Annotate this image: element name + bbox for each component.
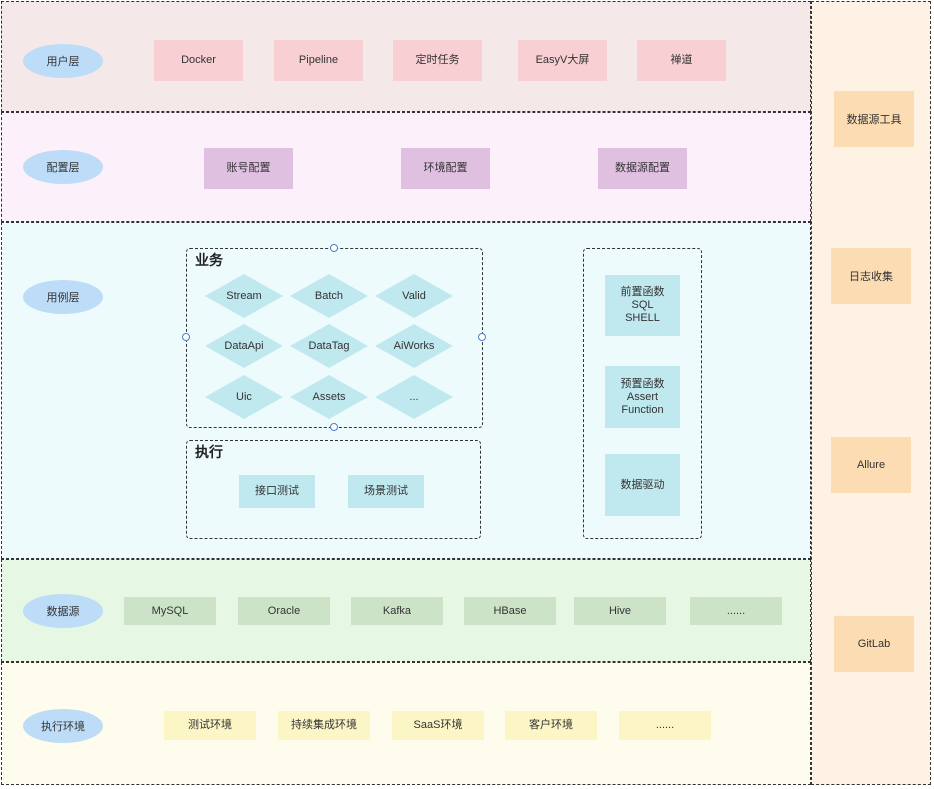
function-pre-line-2: SQL bbox=[631, 299, 654, 311]
execenv-item-more: ...... bbox=[619, 711, 711, 740]
datasource-layer: 数据源 MySQL Oracle Kafka HBase Hive ...... bbox=[1, 559, 811, 662]
function-preset-line-1: 预置函数 bbox=[620, 377, 665, 390]
business-item-more: ... bbox=[375, 375, 453, 419]
business-item-label: Assets bbox=[312, 391, 346, 403]
diamond-shape bbox=[290, 324, 368, 368]
function-data-driven-line-1: 数据驱动 bbox=[620, 478, 665, 491]
business-item-label: DataTag bbox=[308, 340, 350, 352]
selection-handle-left[interactable] bbox=[182, 333, 190, 341]
diamond-shape bbox=[375, 274, 453, 318]
execution-group: 执行 bbox=[186, 440, 481, 539]
user-item-zentao: 禅道 bbox=[637, 40, 726, 81]
usecase-layer-label: 用例层 bbox=[23, 280, 103, 314]
sidebar-item-gitlab: GitLab bbox=[834, 616, 914, 672]
business-item-assets: Assets bbox=[290, 375, 368, 419]
execution-item-scenario-test: 场景测试 bbox=[348, 475, 424, 508]
datasource-item-oracle: Oracle bbox=[238, 597, 330, 625]
business-item-label: AiWorks bbox=[393, 340, 435, 352]
diamond-shape bbox=[375, 375, 453, 419]
execenv-layer: 执行环境 测试环境 持续集成环境 SaaS环境 客户环境 ...... bbox=[1, 662, 811, 785]
user-layer-label: 用户层 bbox=[23, 44, 103, 78]
user-item-easyv: EasyV大屏 bbox=[518, 40, 607, 81]
function-preset: 预置函数 Assert Function bbox=[605, 366, 680, 428]
execenv-item-ci: 持续集成环境 bbox=[278, 711, 370, 740]
selection-handle-top[interactable] bbox=[330, 244, 338, 252]
business-item-valid: Valid bbox=[375, 274, 453, 318]
diamond-shape bbox=[375, 324, 453, 368]
datasource-item-kafka: Kafka bbox=[351, 597, 443, 625]
functions-group bbox=[583, 248, 702, 539]
business-item-label: Batch bbox=[314, 290, 344, 302]
execution-group-title: 执行 bbox=[195, 444, 223, 460]
diamond-shape bbox=[205, 324, 283, 368]
business-item-label: Stream bbox=[226, 290, 262, 302]
business-item-batch: Batch bbox=[290, 274, 368, 318]
function-pre-line-3: SHELL bbox=[625, 312, 660, 324]
config-layer: 配置层 账号配置 环境配置 数据源配置 bbox=[1, 112, 811, 222]
function-pre-line-1: 前置函数 bbox=[620, 286, 665, 298]
execenv-item-test: 测试环境 bbox=[164, 711, 256, 740]
user-layer: 用户层 Docker Pipeline 定时任务 EasyV大屏 禅道 bbox=[1, 1, 811, 112]
datasource-item-hbase: HBase bbox=[464, 597, 556, 625]
business-item-stream: Stream bbox=[205, 274, 283, 318]
config-item-environment: 环境配置 bbox=[401, 148, 490, 189]
datasource-item-hive: Hive bbox=[574, 597, 666, 625]
business-group-title: 业务 bbox=[195, 252, 223, 268]
business-item-uic: Uic bbox=[205, 375, 283, 419]
user-item-docker: Docker bbox=[154, 40, 243, 81]
config-layer-label: 配置层 bbox=[23, 150, 103, 184]
config-item-datasource: 数据源配置 bbox=[598, 148, 687, 189]
diamond-shape bbox=[290, 274, 368, 318]
diamond-shape bbox=[290, 375, 368, 419]
business-item-datatag: DataTag bbox=[290, 324, 368, 368]
datasource-item-mysql: MySQL bbox=[124, 597, 216, 625]
datasource-layer-label: 数据源 bbox=[23, 594, 103, 628]
business-item-label: Valid bbox=[402, 290, 426, 302]
sidebar-item-log-collection: 日志收集 bbox=[831, 248, 911, 304]
diamond-shape bbox=[205, 375, 283, 419]
sidebar-item-allure: Allure bbox=[831, 437, 911, 493]
execution-item-api-test: 接口测试 bbox=[239, 475, 315, 508]
selection-handle-bottom[interactable] bbox=[330, 423, 338, 431]
function-preset-line-2: Assert bbox=[626, 390, 659, 403]
business-item-aiworks: AiWorks bbox=[375, 324, 453, 368]
selection-handle-right[interactable] bbox=[478, 333, 486, 341]
execenv-item-saas: SaaS环境 bbox=[392, 711, 484, 740]
user-item-scheduled-task: 定时任务 bbox=[393, 40, 482, 81]
user-item-pipeline: Pipeline bbox=[274, 40, 363, 81]
config-item-account: 账号配置 bbox=[204, 148, 293, 189]
execenv-item-customer: 客户环境 bbox=[505, 711, 597, 740]
business-item-dataapi: DataApi bbox=[205, 324, 283, 368]
execenv-layer-label: 执行环境 bbox=[23, 709, 103, 743]
business-item-label: Uic bbox=[236, 391, 252, 403]
diamond-shape bbox=[205, 274, 283, 318]
function-pre: 前置函数 SQL SHELL bbox=[605, 275, 680, 336]
tools-sidebar: 数据源工具 日志收集 Allure GitLab bbox=[811, 1, 931, 785]
function-preset-line-3: Function bbox=[621, 403, 664, 416]
sidebar-item-datasource-tool: 数据源工具 bbox=[834, 91, 914, 147]
business-item-label: ... bbox=[409, 391, 419, 403]
business-item-label: DataApi bbox=[224, 340, 264, 352]
function-data-driven: 数据驱动 bbox=[605, 454, 680, 516]
datasource-item-more: ...... bbox=[690, 597, 782, 625]
